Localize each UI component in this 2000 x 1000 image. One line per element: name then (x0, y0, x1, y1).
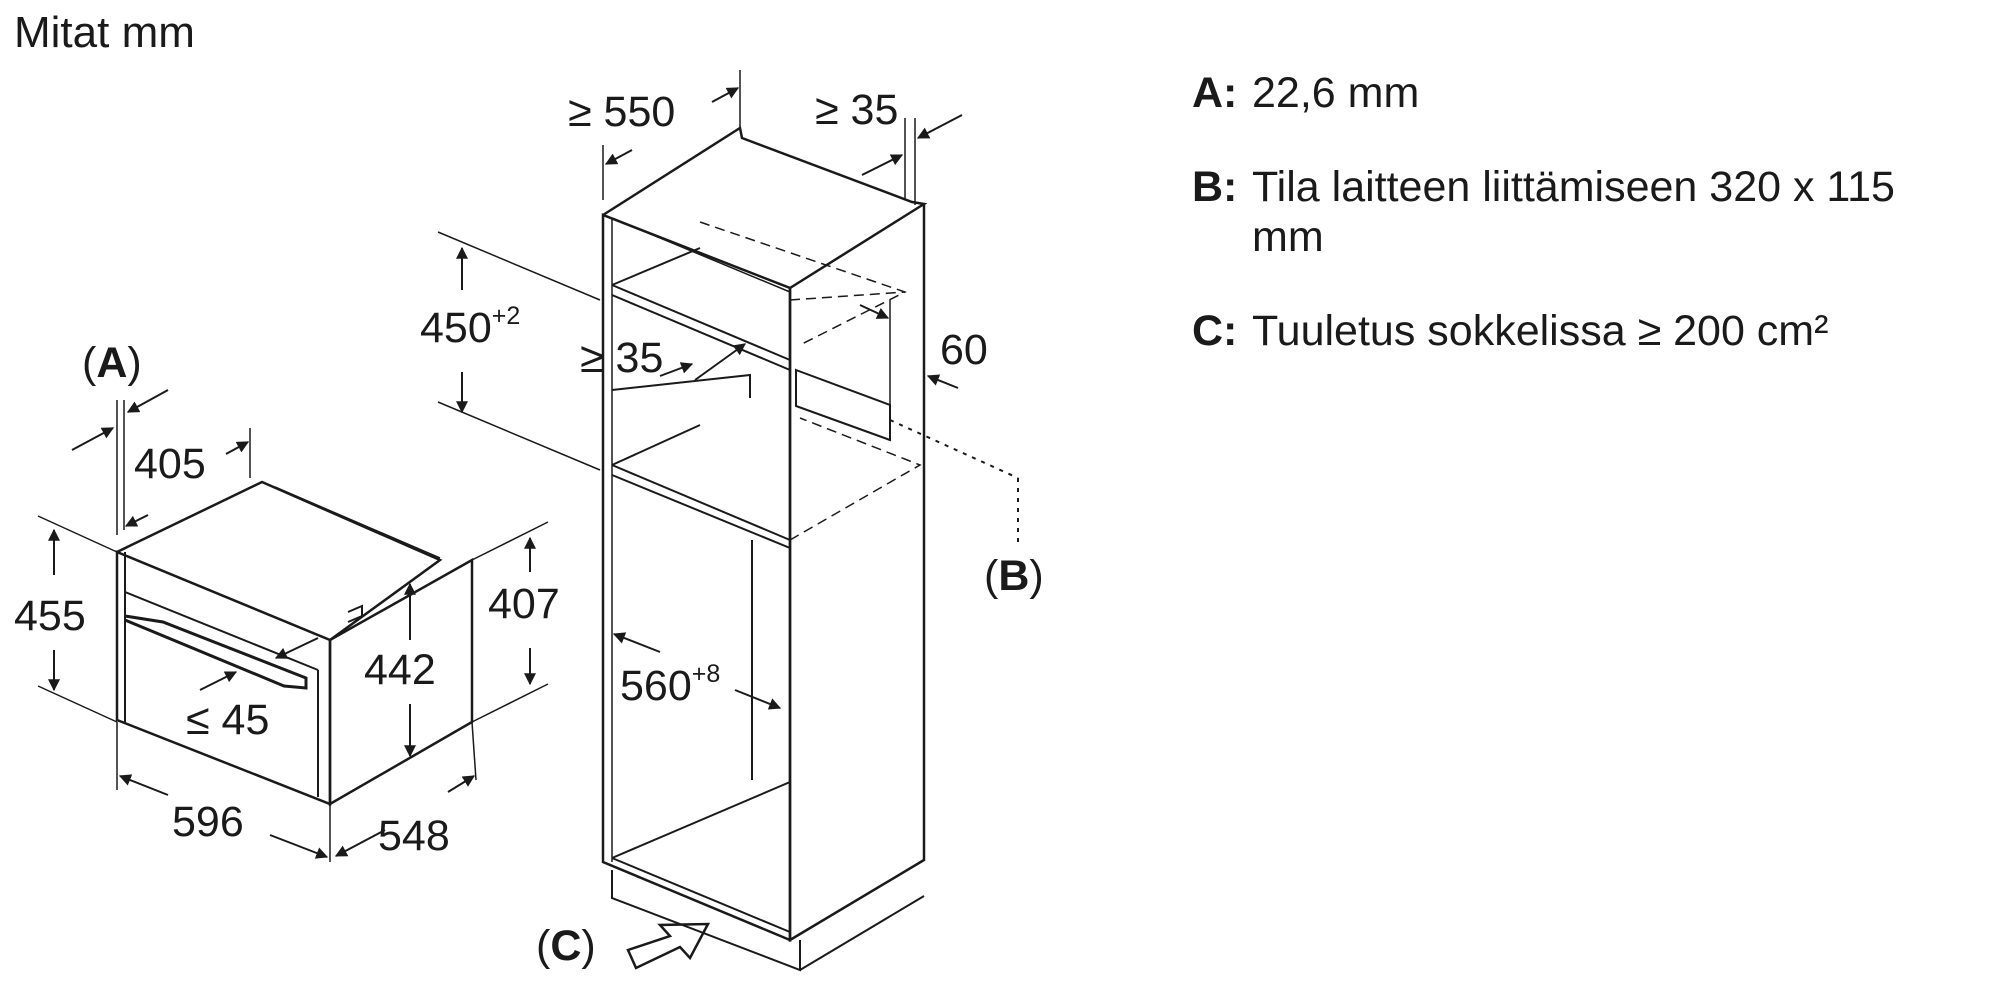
ref-label-b: (B) (984, 552, 1044, 600)
dim-width: 596 (172, 798, 244, 846)
legend-item-a: A: 22,6 mm (1192, 68, 1912, 118)
ventilation-arrow (626, 922, 711, 970)
appliance-drawing: 455 596 548 407 442 405 ≤ 45 (A) (14, 339, 560, 862)
dim-cabinet-depth: ≥ 550 (568, 88, 675, 136)
dim-rear-opening: ≥ 35 (580, 334, 663, 382)
dim-top-depth: 405 (134, 440, 206, 488)
dim-depth: 548 (378, 812, 450, 860)
legend-item-c: C: Tuuletus sokkelissa ≥ 200 cm² (1192, 306, 1912, 356)
dim-opening-height: 450+2 (420, 302, 520, 352)
dim-handle-offset: ≤ 45 (186, 696, 269, 744)
cabinet-front-left (601, 213, 792, 942)
ref-label-c: (C) (536, 922, 596, 970)
legend-text: Tila laitteen liittämiseen 320 x 115 mm (1252, 163, 1895, 261)
dim-inner-height: 442 (364, 646, 436, 694)
legend-text: Tuuletus sokkelissa ≥ 200 cm² (1252, 307, 1829, 355)
legend-key: B: (1192, 163, 1238, 211)
dim-inner-width: 560+8 (620, 660, 720, 710)
cabinet-side (788, 204, 926, 943)
appliance-top (116, 480, 443, 642)
page-title: Mitat mm (14, 8, 195, 57)
legend-key: A: (1192, 69, 1238, 117)
legend-text: 22,6 mm (1252, 69, 1420, 117)
legend: A: 22,6 mm B: Tila laitteen liittämiseen… (1192, 68, 1912, 400)
dim-height: 455 (14, 592, 86, 640)
legend-key: C: (1192, 307, 1238, 355)
cutout-b-hatched (795, 368, 891, 442)
cabinet-top (602, 125, 928, 290)
cabinet-drawing: ≥ 550 ≥ 35 450+2 ≥ 35 60 560+8 (B) (C) (420, 70, 1044, 972)
oven-handle (124, 614, 308, 690)
dim-cutout: 60 (940, 326, 988, 374)
dim-rear-gap: ≥ 35 (815, 86, 898, 134)
ref-label-a: (A) (82, 339, 142, 387)
dim-side-height: 407 (488, 580, 560, 628)
legend-item-b: B: Tila laitteen liittämiseen 320 x 115 … (1192, 162, 1912, 262)
